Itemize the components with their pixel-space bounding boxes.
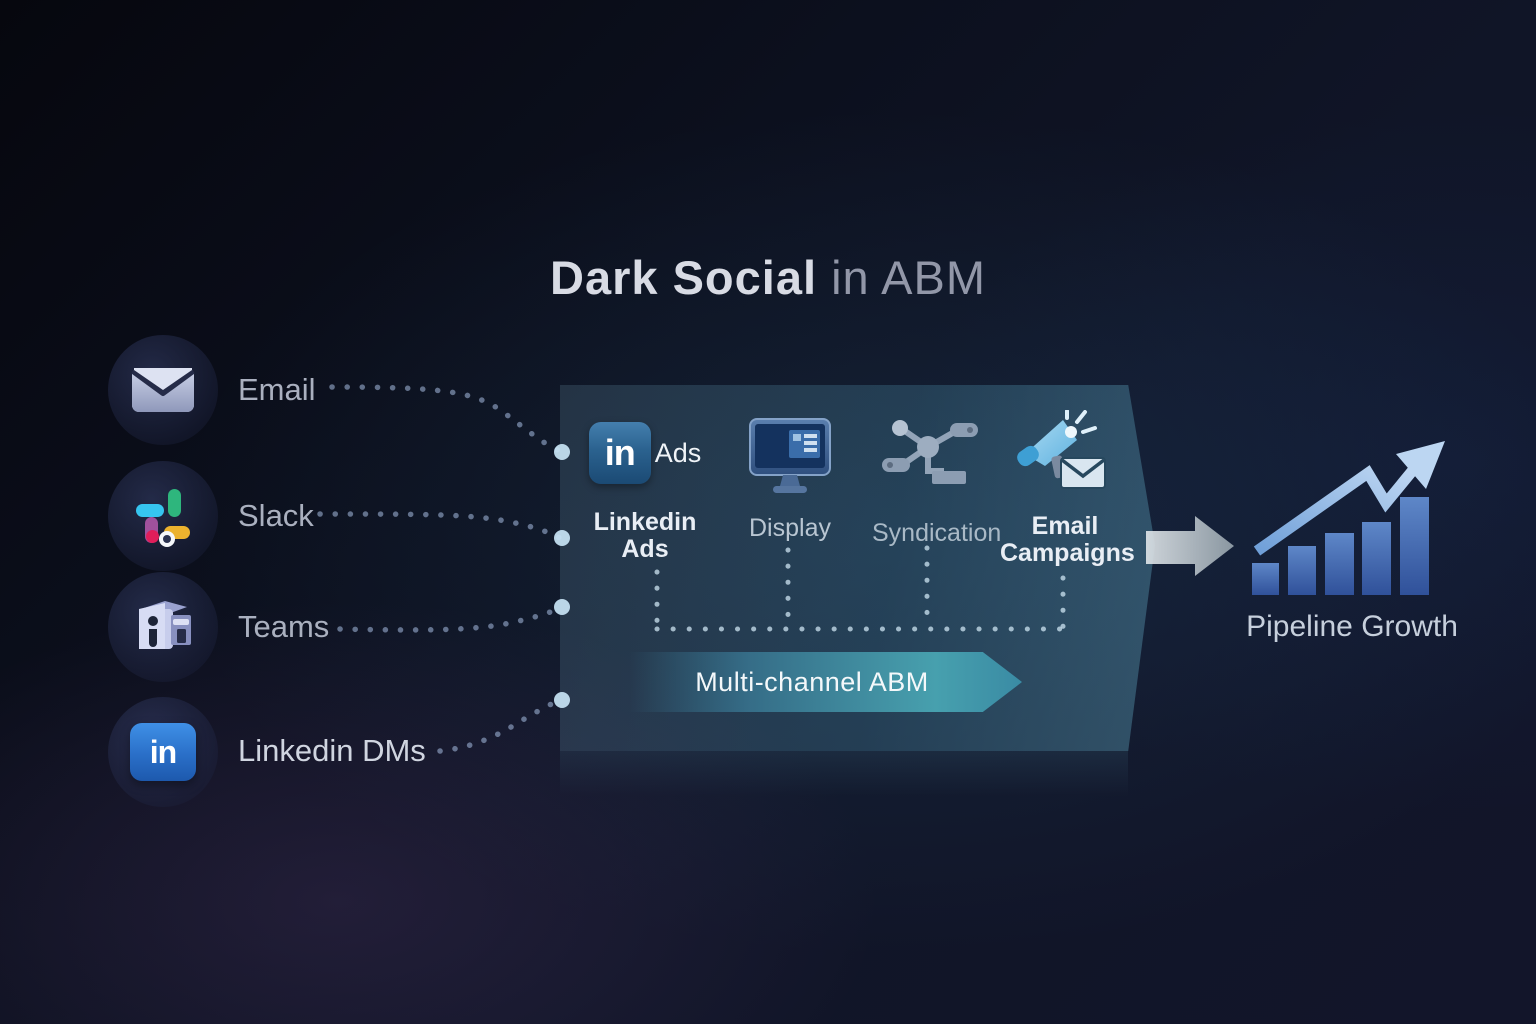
growth-bar-4 <box>1362 522 1391 595</box>
channel-syndication: Syndication <box>872 415 1002 547</box>
connector-slack <box>317 511 563 541</box>
banner-label: Multi-channel ABM <box>695 666 929 697</box>
linkedin-ads-caption: Ads <box>654 437 702 468</box>
source-teams-label: Teams <box>238 609 330 644</box>
megaphone-envelope-icon <box>1015 410 1115 496</box>
channel-linkedin-ads: in Ads Linkedin Ads <box>580 422 710 563</box>
source-slack-label: Slack <box>238 498 314 533</box>
connector-linkedin-dms <box>437 697 563 754</box>
channel-email-campaigns-label: Email Campaigns <box>1000 512 1135 567</box>
channel-linkedin-ads-label: Linkedin Ads <box>593 508 697 563</box>
envelope-icon <box>131 367 195 413</box>
network-icon <box>880 415 980 495</box>
linkedin-icon-text: in <box>149 733 177 770</box>
growth-bar-1 <box>1252 563 1279 595</box>
pipeline-growth-label: Pipeline Growth <box>1246 610 1458 643</box>
monitor-icon <box>749 418 831 494</box>
source-linkedin-dms: in <box>108 697 218 807</box>
channel-syndication-label: Syndication <box>872 519 1002 547</box>
source-email <box>108 335 218 445</box>
slack-icon <box>131 484 195 548</box>
connector-email <box>329 384 563 454</box>
growth-bar-3 <box>1325 533 1354 595</box>
linkedin-folder-icon: in <box>130 723 196 781</box>
channel-email-campaigns: Email Campaigns <box>1000 410 1135 567</box>
linkedin-badge-text: in <box>604 432 636 473</box>
growth-bar-5 <box>1400 497 1429 595</box>
page-title: Dark Social in ABM <box>0 250 1536 305</box>
growth-bars-arrow-icon <box>1252 441 1445 595</box>
linkedin-badge-icon: in <box>588 422 651 484</box>
teams-icon <box>131 597 195 657</box>
source-email-label: Email <box>238 372 316 407</box>
outcome-graphic <box>1146 441 1445 595</box>
trend-arrowhead <box>1396 441 1445 489</box>
title-emphasis: Dark Social <box>550 251 818 304</box>
flow-arrow-icon <box>1146 516 1234 576</box>
trend-line <box>1253 460 1423 556</box>
source-teams <box>108 572 218 682</box>
multi-channel-abm-banner: Multi-channel ABM <box>630 652 1022 712</box>
growth-bar-2 <box>1288 546 1316 595</box>
source-slack <box>108 461 218 571</box>
channel-display-label: Display <box>749 514 831 542</box>
source-linkedin-dms-label: Linkedin DMs <box>238 733 426 768</box>
channel-display: Display <box>735 418 845 542</box>
title-rest: in ABM <box>817 251 986 304</box>
connector-teams <box>337 605 563 633</box>
panel-reflection <box>560 751 1128 796</box>
